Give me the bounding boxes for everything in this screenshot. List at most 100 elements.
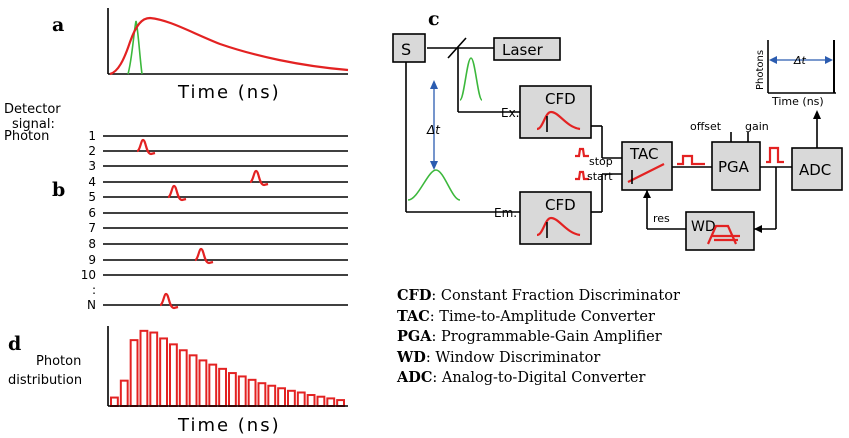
photon-label: Photon [4, 129, 49, 144]
histogram-bar [228, 372, 237, 408]
inset-ylabel: Photons [755, 50, 766, 90]
histogram-bar [277, 387, 286, 407]
panel-d-ylabel-line1: Photon [36, 354, 81, 369]
histogram-bar [198, 359, 208, 407]
histogram-bar [267, 384, 277, 408]
photon-pulse [249, 169, 269, 187]
beam-splitter [447, 37, 467, 59]
histogram-bar [119, 379, 129, 407]
cfd-excitation-label: CFD [545, 90, 576, 108]
row-label: : [92, 283, 96, 297]
delta-t-label: Δt [426, 123, 441, 137]
fluorescence-decay [109, 16, 349, 76]
tac-box: TAC [621, 141, 673, 191]
inset-delta-t: Δt [793, 54, 807, 67]
inset-histogram: Δt Photons Time (ns) [755, 40, 836, 108]
panel-d-ylabel-line2: distribution [8, 373, 82, 388]
histogram-bar [247, 378, 257, 408]
histogram-bar [178, 349, 188, 407]
adc-box: ADC [791, 147, 843, 191]
histogram-bar [296, 391, 306, 408]
legend-item-wd: WD: Window Discriminator [397, 348, 837, 369]
histogram-bar [218, 367, 228, 408]
legend-item-pga: PGA: Programmable-Gain Amplifier [397, 327, 837, 348]
photon-pulse [167, 184, 187, 202]
legend-item-adc: ADC: Analog-to-Digital Converter [397, 368, 837, 389]
panel-a-xlabel: Time (ns) [177, 82, 281, 103]
cfd-emission-box: CFD [519, 191, 592, 245]
legend-abbr: WD [397, 348, 426, 366]
start-label: start [587, 170, 613, 183]
adc-label: ADC [799, 161, 831, 179]
laser-label: Laser [502, 41, 544, 59]
legend-item-cfd: CFD: Constant Fraction Discriminator [397, 286, 837, 307]
source-label: S [401, 40, 411, 59]
row-label: 1 [88, 129, 96, 143]
legend-desc: : Window Discriminator [425, 349, 601, 366]
stop-pulse-icon [575, 147, 589, 158]
detector-rows: 123 45 67 8 910:N [81, 129, 348, 312]
legend-desc: : Analog-to-Digital Converter [432, 370, 646, 387]
offset-label: offset [690, 120, 722, 133]
em-label: Em. [494, 206, 517, 220]
histogram-bar [110, 396, 119, 407]
photon-pulse [159, 292, 179, 310]
panel-d-label: d [8, 333, 21, 355]
panel-a-plot [107, 8, 349, 76]
row-label: 5 [88, 190, 96, 204]
histogram-bar [336, 399, 345, 408]
abbreviation-legend: CFD: Constant Fraction Discriminator TAC… [397, 286, 837, 389]
histogram-bar [208, 363, 218, 407]
stop-label: stop [589, 155, 613, 168]
row-label: N [87, 298, 96, 312]
wd-label: WD [691, 219, 716, 235]
detector-label-line1: Detector [4, 102, 61, 117]
row-label: 3 [88, 159, 96, 173]
pga-output-pulse [766, 146, 784, 164]
row-label: 6 [88, 206, 96, 220]
panel-d-xlabel: Time (ns) [177, 415, 281, 436]
legend-desc: : Programmable-Gain Amplifier [431, 329, 662, 346]
res-label: res [653, 212, 670, 225]
detector-label-line2: signal: [12, 117, 55, 132]
wd-box: WD [685, 211, 755, 251]
cfd-excitation-box: CFD [519, 85, 592, 139]
histogram-bar [306, 394, 316, 407]
ex-label: Ex. [501, 106, 520, 120]
delta-t-arrow: Δt [426, 80, 441, 170]
legend-desc: : Time-to-Amplitude Converter [429, 308, 655, 325]
row-label: 4 [88, 175, 96, 189]
legend-item-tac: TAC: Time-to-Amplitude Converter [397, 307, 837, 328]
histogram-bar [129, 339, 139, 407]
excitation-gaussian [459, 57, 483, 101]
legend-abbr: CFD [397, 287, 432, 304]
row-label: 8 [88, 237, 96, 251]
tac-output-pulse [677, 154, 705, 166]
legend-desc: : Constant Fraction Discriminator [431, 288, 680, 304]
pga-label: PGA [718, 158, 750, 176]
legend-abbr: TAC [397, 307, 430, 325]
histogram-bar [257, 382, 267, 408]
histogram-bar [316, 395, 326, 408]
panel-a-label: a [52, 14, 64, 36]
histogram-bar [159, 337, 169, 408]
histogram-bar [169, 343, 178, 408]
histogram-bar [326, 397, 336, 407]
row-label: 9 [88, 253, 96, 267]
photon-pulse [136, 138, 156, 156]
laser-box: Laser [493, 37, 561, 61]
histogram-bar [237, 375, 247, 408]
row-label: 10 [81, 268, 96, 282]
panel-c-label: c [428, 8, 440, 30]
start-pulse-icon [575, 170, 589, 181]
histogram-bar [139, 329, 149, 408]
histogram-bar [149, 331, 159, 407]
legend-abbr: PGA [397, 328, 432, 346]
tac-label: TAC [629, 145, 658, 163]
row-label: 2 [88, 144, 96, 158]
pga-box: PGA [711, 141, 761, 191]
row-label: 7 [88, 221, 96, 235]
excitation-pulse [127, 20, 143, 75]
inset-xlabel: Time (ns) [771, 95, 824, 108]
